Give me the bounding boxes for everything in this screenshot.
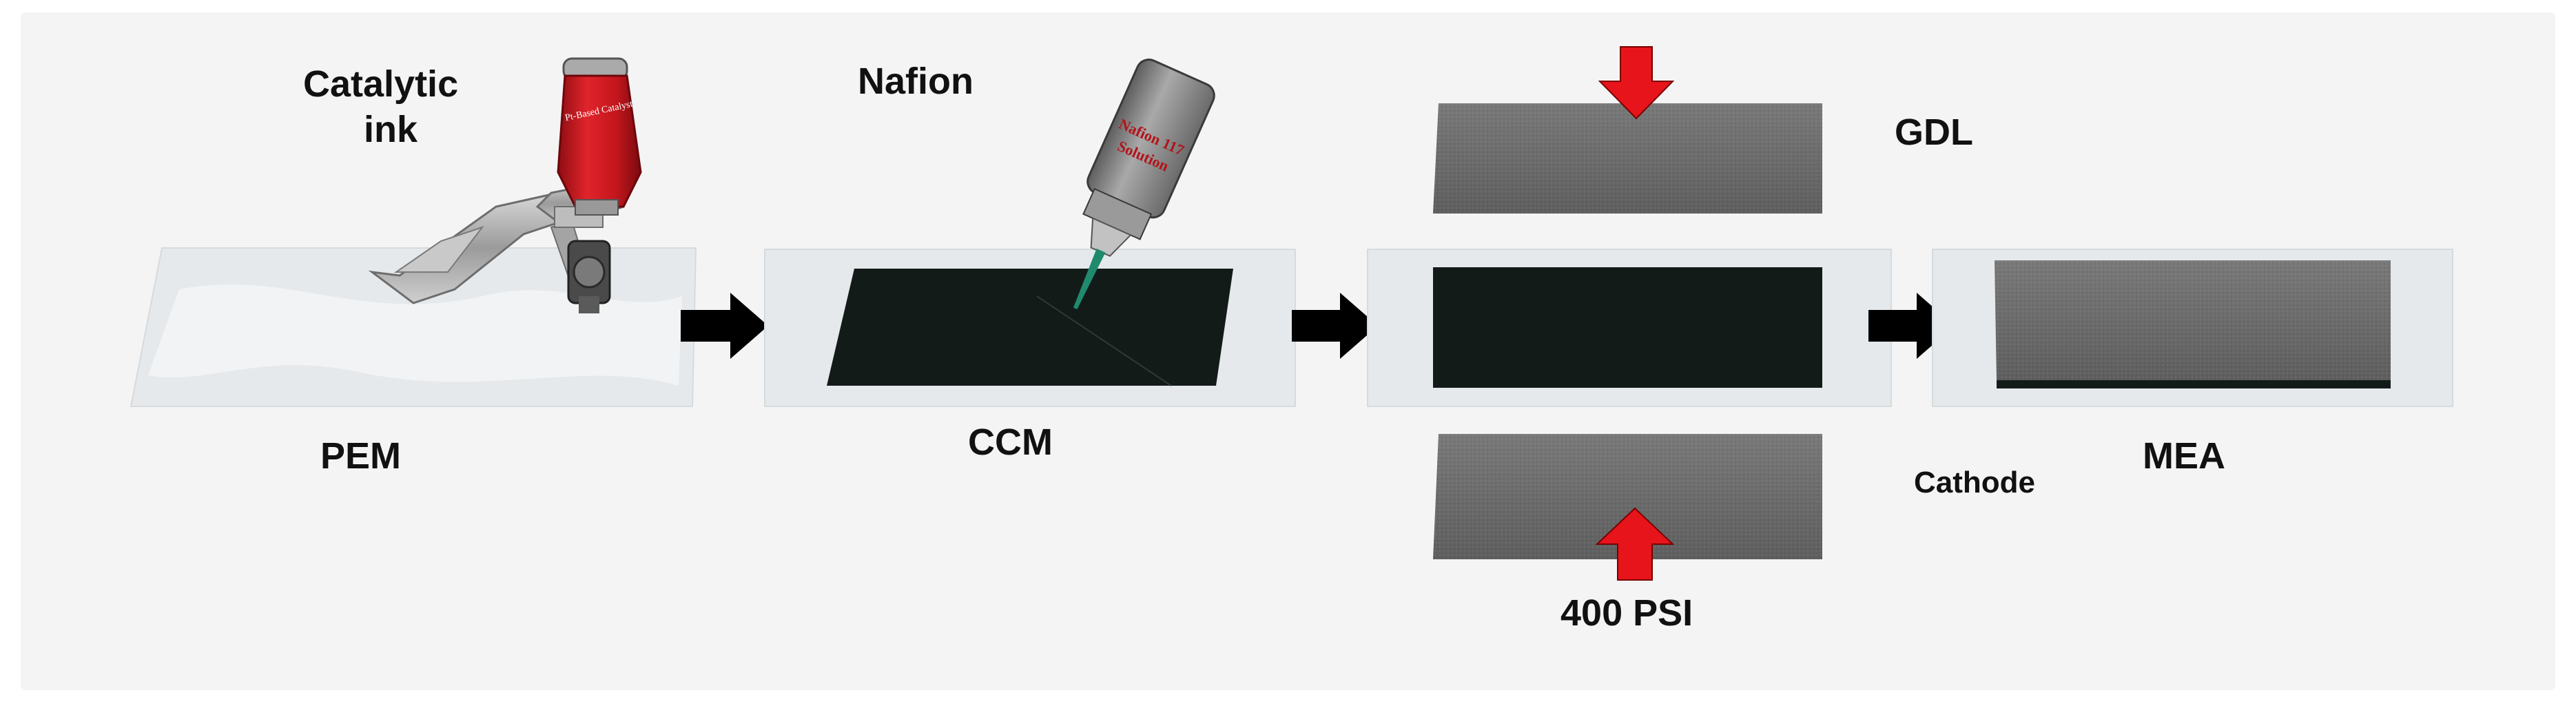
label-pem: PEM <box>320 435 402 477</box>
label-gdl: GDL <box>1895 112 1973 153</box>
label-pressure: 400 PSI <box>1560 592 1693 634</box>
ccm-catalyst-layer <box>827 269 1233 386</box>
pem-membrane-sheen <box>148 284 682 386</box>
pem-membrane <box>130 247 697 407</box>
press-ccm-catalyst-layer <box>1433 267 1822 388</box>
mea-catalyst-edge <box>1997 380 2391 388</box>
gdl-top-texture <box>1433 103 1822 214</box>
label-ccm: CCM <box>968 422 1053 463</box>
flow-arrow-1 <box>681 293 768 359</box>
ink-cup-icon: Pt-Based Catalyst <box>557 57 642 216</box>
gdl-bottom-texture <box>1433 434 1822 559</box>
label-mea: MEA <box>2143 435 2225 477</box>
pressure-arrow-bottom <box>1595 507 1675 581</box>
pressure-arrow-top <box>1598 46 1675 120</box>
mea-gdl-texture <box>1995 260 2391 380</box>
label-nafion: Nafion <box>858 61 973 102</box>
flow-arrow-2 <box>1292 293 1378 359</box>
nafion-bottle-icon: Nafion 117 Solution <box>1073 59 1215 310</box>
ccm-catalyst-seam <box>1036 295 1172 386</box>
label-cathode: Cathode <box>1914 466 2035 499</box>
label-catalytic-ink-line1: Catalytic <box>303 63 459 105</box>
label-catalytic-ink-line2: ink <box>364 109 418 150</box>
